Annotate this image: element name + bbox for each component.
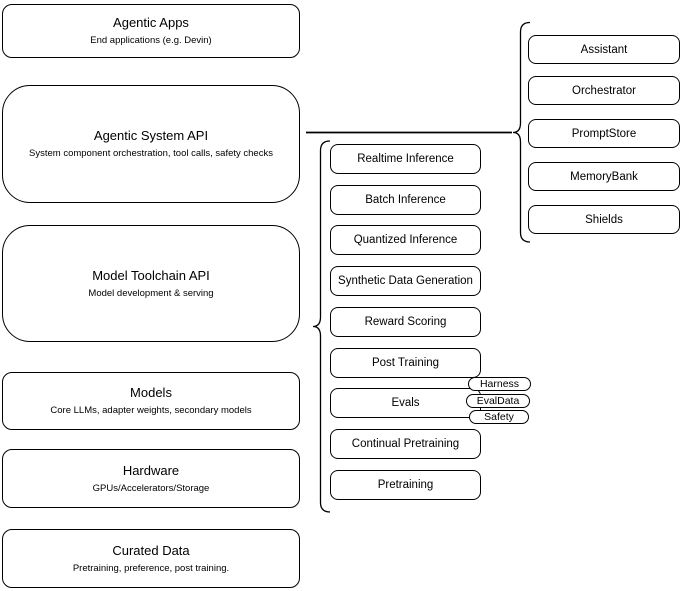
- node-shields[interactable]: Shields: [528, 205, 680, 234]
- node-memorybank[interactable]: MemoryBank: [528, 162, 680, 191]
- node-agentic-system-api[interactable]: Agentic System API System component orch…: [2, 85, 300, 203]
- node-continual-pretraining[interactable]: Continual Pretraining: [330, 429, 481, 459]
- node-label: Realtime Inference: [357, 153, 454, 165]
- node-post-training[interactable]: Post Training: [330, 348, 481, 378]
- tag-label: EvalData: [476, 395, 520, 407]
- node-title: Curated Data: [112, 542, 190, 558]
- node-evals[interactable]: Evals: [330, 388, 481, 418]
- node-realtime-inference[interactable]: Realtime Inference: [330, 144, 481, 174]
- node-quantized-inference[interactable]: Quantized Inference: [330, 225, 481, 255]
- node-label: Evals: [391, 397, 420, 409]
- node-title: Models: [130, 385, 172, 400]
- node-subtitle: Pretraining, preference, post training.: [72, 562, 230, 574]
- node-subtitle: GPUs/Accelerators/Storage: [92, 482, 210, 494]
- node-label: MemoryBank: [570, 170, 638, 183]
- node-subtitle: System component orchestration, tool cal…: [29, 148, 273, 159]
- node-pretraining[interactable]: Pretraining: [330, 470, 481, 500]
- node-assistant[interactable]: Assistant: [528, 35, 680, 64]
- node-synthetic-data-generation[interactable]: Synthetic Data Generation: [330, 266, 481, 296]
- node-label: Post Training: [371, 357, 440, 369]
- node-reward-scoring[interactable]: Reward Scoring: [330, 307, 481, 337]
- node-title: Hardware: [122, 462, 180, 478]
- node-batch-inference[interactable]: Batch Inference: [330, 185, 481, 215]
- tag-label: Harness: [479, 378, 520, 390]
- node-subtitle: End applications (e.g. Devin): [90, 35, 212, 46]
- tag-safety[interactable]: Safety: [469, 410, 529, 424]
- node-agentic-apps[interactable]: Agentic Apps End applications (e.g. Devi…: [2, 4, 300, 58]
- node-label: Synthetic Data Generation: [338, 275, 473, 287]
- node-hardware[interactable]: Hardware GPUs/Accelerators/Storage: [2, 449, 300, 508]
- node-promptstore[interactable]: PromptStore: [528, 119, 680, 148]
- node-title: Agentic Apps: [113, 15, 189, 30]
- tag-label: Safety: [484, 411, 514, 423]
- node-orchestrator[interactable]: Orchestrator: [528, 76, 680, 105]
- node-label: Batch Inference: [365, 194, 446, 206]
- node-label: Quantized Inference: [353, 234, 458, 246]
- node-subtitle: Core LLMs, adapter weights, secondary mo…: [50, 405, 252, 416]
- node-curated-data[interactable]: Curated Data Pretraining, preference, po…: [2, 529, 300, 588]
- node-subtitle: Model development & serving: [88, 287, 214, 299]
- node-title: Agentic System API: [93, 128, 209, 143]
- node-models[interactable]: Models Core LLMs, adapter weights, secon…: [2, 372, 300, 430]
- node-label: PromptStore: [571, 127, 637, 140]
- brace-toolchain: [312, 140, 331, 513]
- node-label: Pretraining: [377, 479, 434, 491]
- node-label: Assistant: [580, 43, 628, 56]
- tag-harness[interactable]: Harness: [468, 377, 531, 391]
- node-model-toolchain-api[interactable]: Model Toolchain API Model development & …: [2, 225, 300, 342]
- node-label: Reward Scoring: [364, 316, 447, 328]
- node-label: Shields: [585, 213, 623, 226]
- node-label: Continual Pretraining: [351, 438, 460, 450]
- node-title: Model Toolchain API: [92, 267, 210, 283]
- tag-evaldata[interactable]: EvalData: [466, 394, 530, 408]
- node-label: Orchestrator: [572, 84, 636, 97]
